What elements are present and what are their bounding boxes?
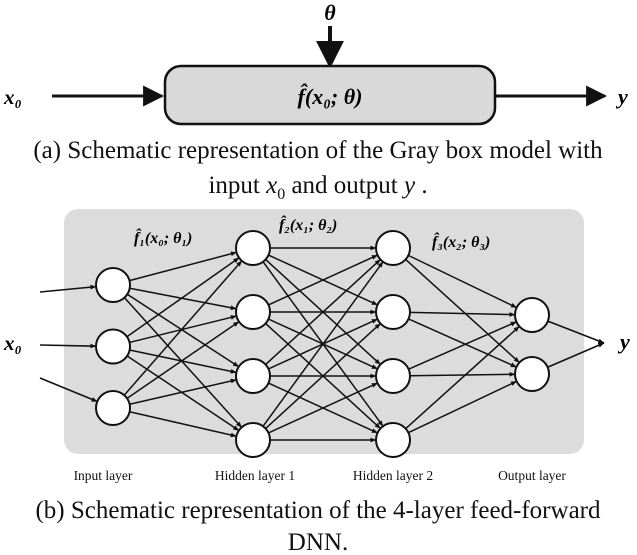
output-layer-label: Output layer: [498, 468, 566, 483]
dnn-panel: [64, 209, 584, 454]
edge-l2n0-l3n0: [407, 254, 518, 309]
output-arrow-0: [547, 320, 605, 344]
edge-l1n3-l2n1: [265, 322, 381, 430]
neuron-layer3-1: [514, 356, 550, 392]
dnn-output-y-label: y: [617, 329, 630, 354]
hidden-layer-1-label: Hidden layer 1: [215, 468, 295, 483]
neuron-layer0-2: [95, 390, 131, 426]
edge-l0n1-l1n1: [129, 315, 237, 344]
caption-a-line1: (a) Schematic representation of the Gray…: [33, 137, 603, 164]
caption-a-x-var: x: [265, 172, 277, 199]
neuron-layer1-1: [235, 294, 271, 330]
edge-l0n2-l1n1: [126, 320, 240, 400]
input-arrow-2: [39, 377, 98, 403]
caption-a-y-var: y: [401, 172, 416, 199]
neuron-layer1-2: [235, 358, 271, 394]
dnn-io-arrows: [39, 284, 605, 403]
neuron-layer2-1: [375, 294, 411, 330]
edge-l1n3-l2n2: [268, 382, 378, 434]
dnn-input-x0-label: x₀: [3, 331, 22, 355]
caption-a-mid: and output: [285, 172, 404, 199]
dnn-neurons: [95, 230, 550, 458]
neuron-layer0-1: [95, 328, 131, 365]
edge-l2n0-l3n1: [405, 258, 520, 364]
neuron-layer3-0: [514, 297, 550, 333]
input-arrow-1: [39, 343, 97, 349]
edge-l2n3-l3n1: [408, 380, 517, 434]
neuron-layer0-0: [95, 267, 131, 303]
edge-l0n1-l1n2: [129, 349, 237, 374]
edge-l1n3-l2n0: [262, 261, 384, 427]
f1-label: f̂₁(x₀; θ₁): [134, 228, 192, 247]
caption-b-line2: DNN.: [288, 529, 348, 555]
gray-box-function-label: f̂(x₀; θ): [298, 83, 363, 109]
edge-l0n1-l1n0: [126, 257, 240, 338]
caption-a-input-word: input: [208, 172, 266, 199]
caption-a-line2: input x0 and output y .: [208, 172, 427, 203]
edge-l0n0-l1n2: [126, 293, 240, 368]
neuron-layer2-3: [375, 422, 411, 458]
neuron-layer2-0: [375, 230, 411, 266]
output-y-label: y: [615, 84, 628, 109]
caption-a-end: .: [415, 172, 428, 199]
edge-l0n1-l1n3: [126, 355, 240, 432]
dnn-diagram: x₀ y f̂₁(x₀; θ₁) f̂₂(x₁; θ₂) f̂₃(x₂; θ₃)…: [3, 209, 630, 483]
edge-l2n1-l3n1: [408, 318, 517, 368]
f2-label: f̂₂(x₁; θ₂): [279, 215, 337, 234]
f3-label: f̂₃(x₂; θ₃): [432, 232, 490, 251]
edge-l2n2-l3n0: [408, 321, 517, 370]
dnn-connections: [123, 245, 520, 443]
caption-b-line1: (b) Schematic representation of the 4-la…: [35, 497, 601, 524]
output-arrow-1: [547, 342, 605, 369]
edge-l0n2-l1n3: [129, 411, 237, 438]
edge-l0n2-l1n0: [123, 260, 243, 396]
hidden-layer-2-label: Hidden layer 2: [353, 468, 433, 483]
edge-l0n2-l1n2: [129, 378, 237, 405]
neuron-layer2-2: [375, 358, 411, 394]
edge-l2n2-l3n1: [409, 371, 516, 377]
input-x0-label: x₀: [3, 85, 22, 109]
caption-a-x-sub: 0: [277, 186, 285, 203]
edge-l0n0-l1n1: [129, 287, 237, 311]
edge-l0n0-l1n3: [123, 297, 243, 428]
gray-box-diagram: θ x₀ f̂(x₀; θ) y: [3, 0, 628, 126]
input-arrow-0: [39, 284, 97, 293]
neuron-layer1-0: [235, 230, 271, 266]
edge-l0n0-l1n0: [129, 251, 237, 282]
input-layer-label: Input layer: [74, 468, 133, 483]
theta-label: θ: [324, 0, 336, 25]
edge-l2n1-l3n0: [409, 311, 516, 317]
edge-l1n1-l2n0: [268, 254, 378, 306]
edge-l2n3-l3n0: [405, 325, 520, 430]
neuron-layer1-3: [235, 422, 271, 458]
edge-l1n2-l2n0: [265, 258, 381, 366]
